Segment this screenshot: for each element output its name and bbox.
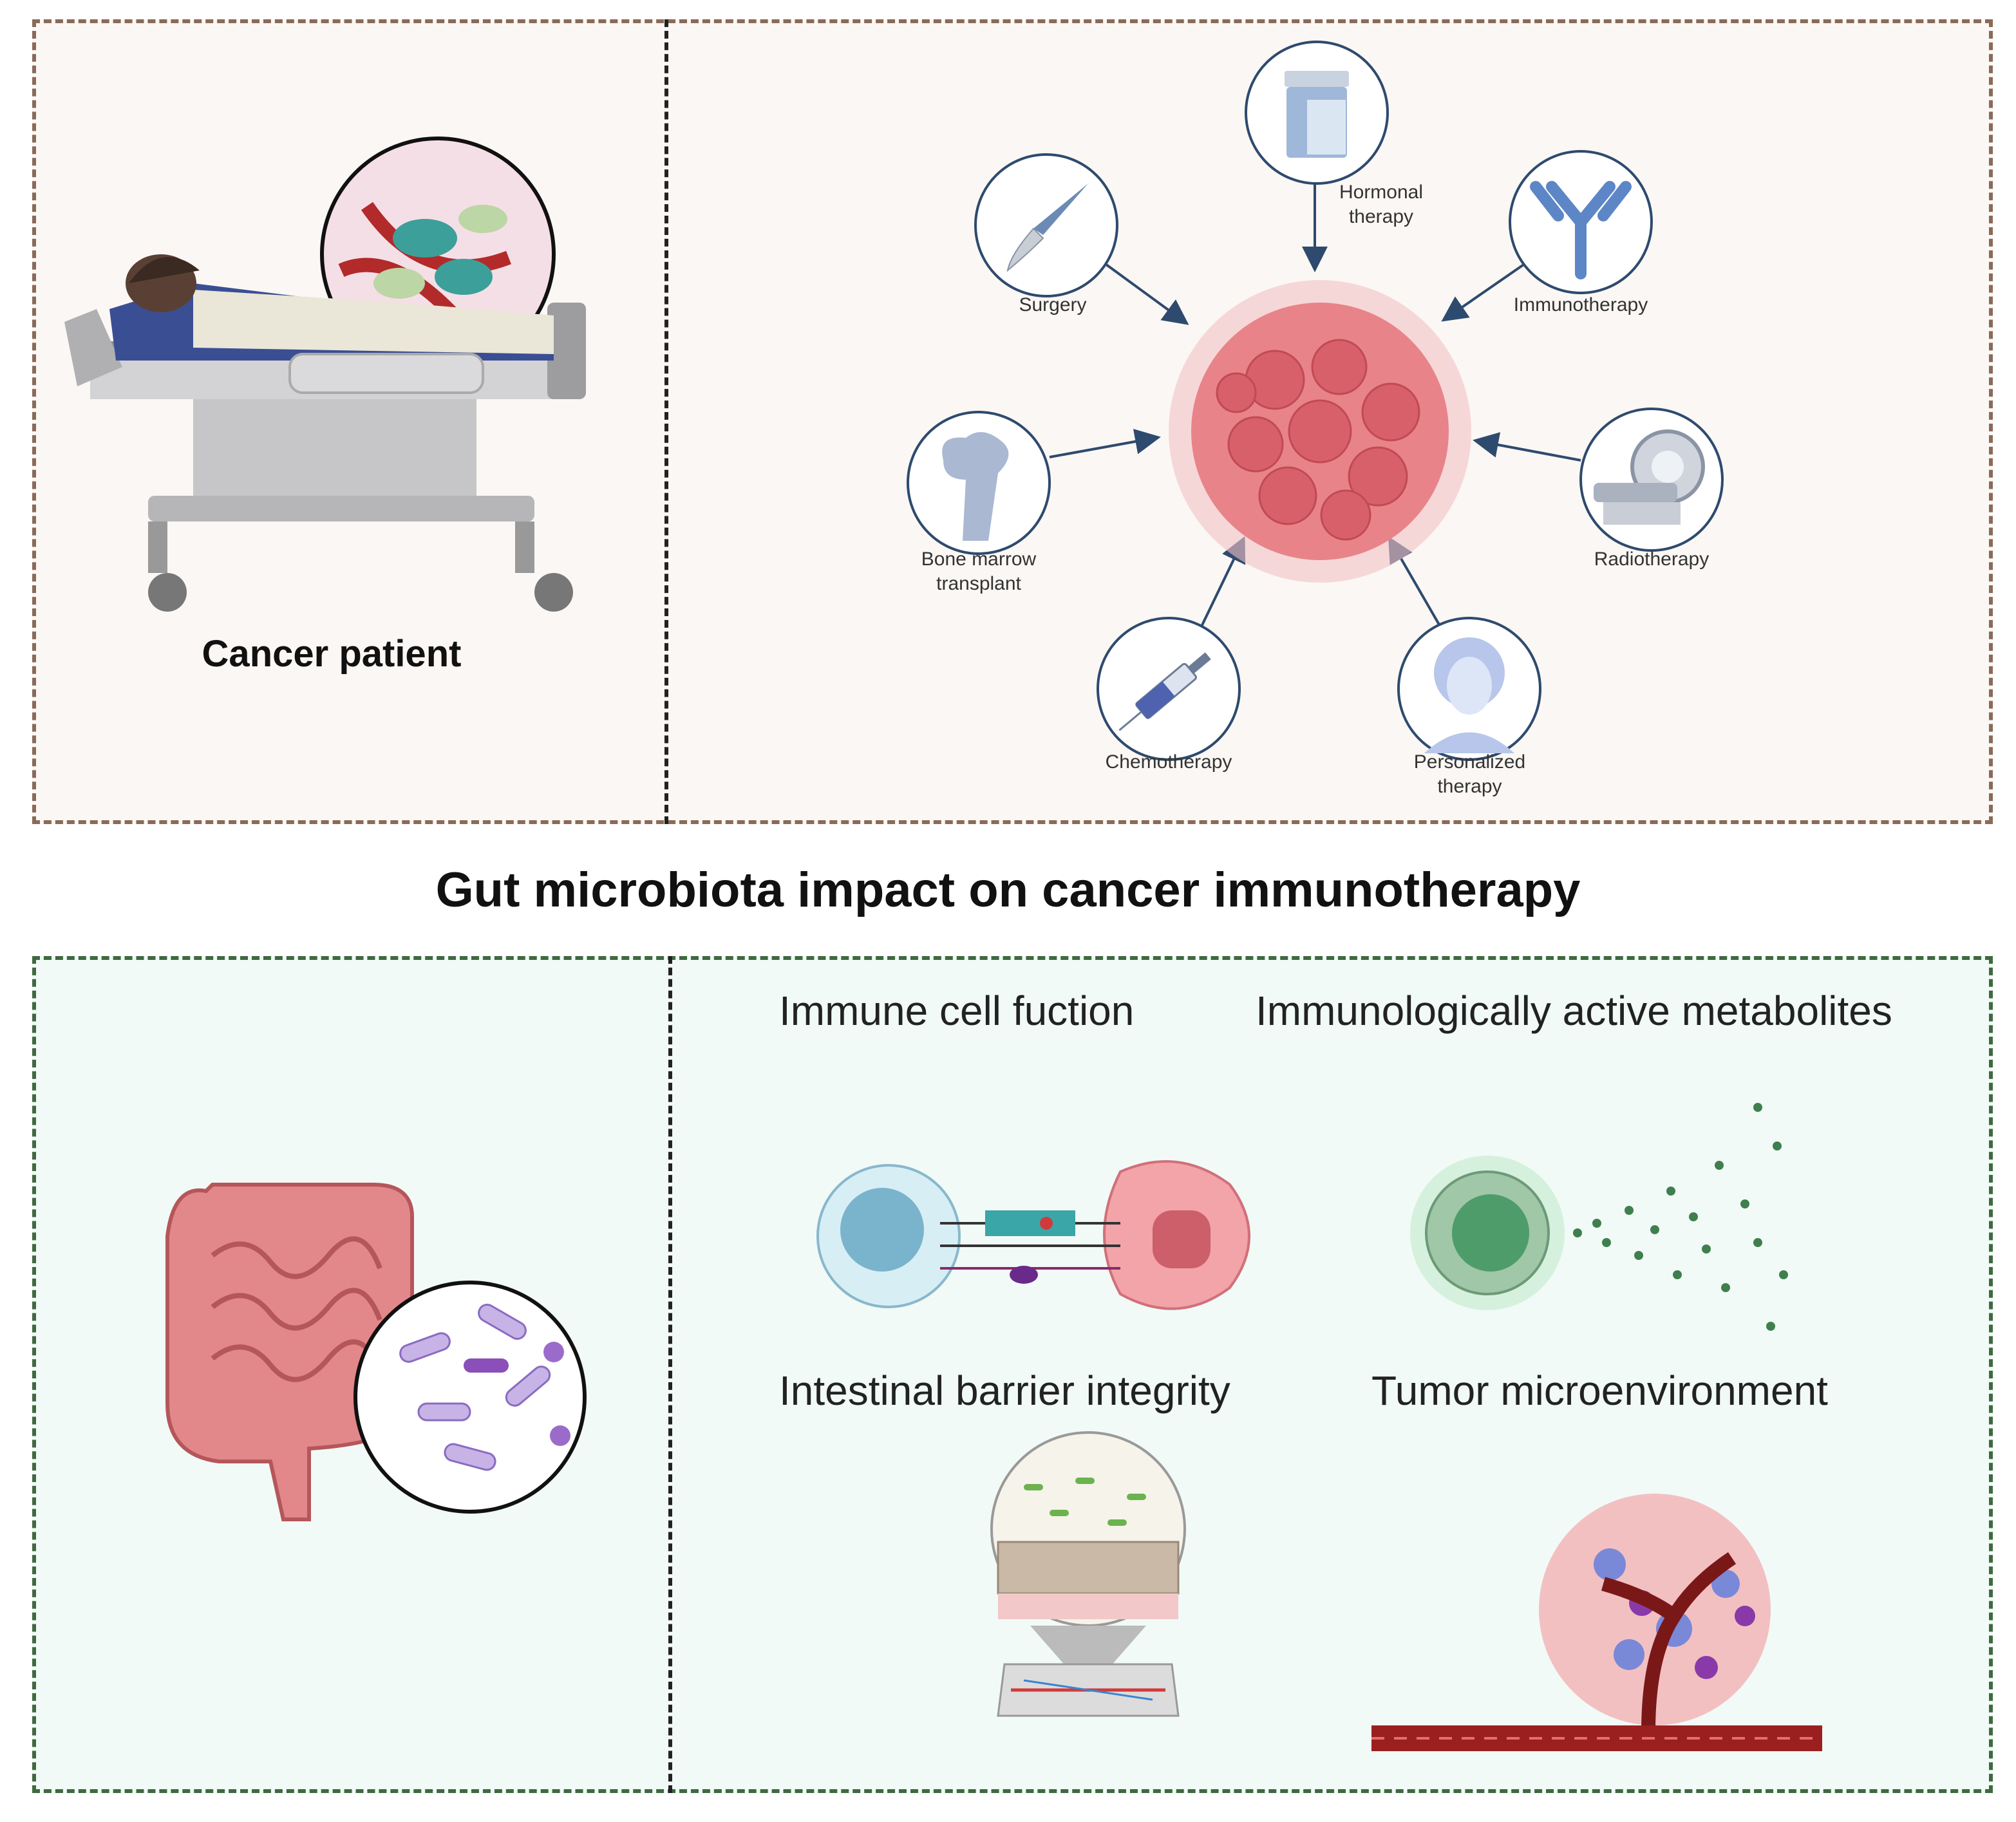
barrier-integrity-label: Intestinal barrier integrity bbox=[779, 1367, 1230, 1414]
therapy-label-chemotherapy: Chemotherapy bbox=[1105, 751, 1232, 773]
chemotherapy-syringe-icon bbox=[1097, 617, 1241, 761]
therapy-label-hormonal: Hormonal therapy bbox=[1339, 182, 1424, 227]
cancer-patient-label: Cancer patient bbox=[202, 633, 462, 675]
therapy-label-immunotherapy: Immunotherapy bbox=[1513, 294, 1648, 315]
intestine-microbes-icon bbox=[165, 1183, 587, 1521]
bone-marrow-icon bbox=[907, 411, 1051, 555]
personalized-therapy-face-icon bbox=[1397, 617, 1541, 761]
therapy-label-surgery: Surgery bbox=[1019, 294, 1087, 315]
top-panel-divider bbox=[664, 19, 668, 824]
gut-on-chip-icon bbox=[990, 1431, 1186, 1717]
page-title: Gut microbiota impact on cancer immunoth… bbox=[435, 863, 1581, 917]
radiotherapy-machine-icon bbox=[1579, 408, 1724, 552]
antibody-icon bbox=[1509, 150, 1653, 294]
surgery-scalpel-icon bbox=[974, 153, 1118, 297]
metabolites-label: Immunologically active metabolites bbox=[1256, 988, 1892, 1034]
tumor-microenvironment-label: Tumor microenvironment bbox=[1371, 1367, 1828, 1414]
immune-synapse-icon bbox=[816, 1160, 1250, 1310]
hospital-bed-patient-icon bbox=[64, 136, 586, 612]
hormonal-jar-icon bbox=[1245, 41, 1389, 185]
tumor-icon bbox=[1169, 280, 1471, 583]
metabolite-secreting-cell-icon bbox=[1410, 1103, 1788, 1331]
therapy-label-personalized: Personalized therapy bbox=[1413, 751, 1526, 797]
tumor-microenvironment-icon bbox=[1371, 1494, 1822, 1751]
therapy-label-radiotherapy: Radiotherapy bbox=[1594, 549, 1710, 570]
therapy-label-bone-marrow: Bone marrow transplant bbox=[921, 549, 1037, 594]
immune-cell-function-label: Immune cell fuction bbox=[779, 988, 1135, 1034]
bottom-panel-divider bbox=[668, 956, 672, 1793]
